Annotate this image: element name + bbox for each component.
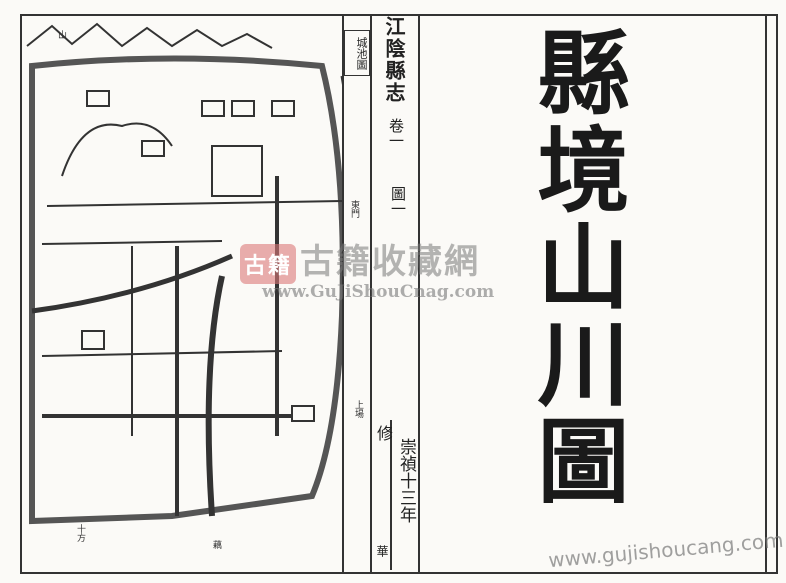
building <box>291 405 315 422</box>
divider <box>390 420 392 570</box>
map-title: 縣境山川圖 <box>522 25 630 510</box>
watermark-url: www.GuJiShouCnag.com <box>262 282 495 302</box>
divider <box>765 14 767 572</box>
map-label: 藕 <box>211 540 221 549</box>
city-wall <box>29 55 342 525</box>
map-label: 山 <box>56 30 66 39</box>
mountain-range <box>26 22 273 49</box>
map-panel-label: 城池圖 <box>344 30 370 76</box>
divider <box>342 14 344 572</box>
building <box>86 90 110 107</box>
seal-icon: 古籍 <box>240 243 297 284</box>
watermark-logo: 古籍古籍收藏網 <box>240 234 480 284</box>
road <box>41 350 283 357</box>
carver-mark: 華 <box>375 545 389 557</box>
revised-mark: 修 <box>374 425 393 441</box>
book-title: 江陰縣志 <box>382 16 406 104</box>
figure-number: 圖一 <box>389 186 407 216</box>
page-border <box>20 14 778 574</box>
volume-number: 卷一 <box>387 118 405 148</box>
main-road <box>46 200 342 207</box>
divider <box>370 14 372 572</box>
river <box>31 253 234 314</box>
hill <box>61 122 173 177</box>
building <box>81 330 105 350</box>
map-illustration <box>26 22 342 525</box>
divider <box>418 14 420 572</box>
watermark-logo-text: 古籍收藏網 <box>300 242 481 282</box>
building <box>231 100 255 117</box>
edition-era: 崇禎十三年 <box>396 438 416 523</box>
map-label: 上場 <box>353 400 363 418</box>
road <box>41 240 223 245</box>
map-label: 東門 <box>349 200 359 218</box>
building <box>211 145 263 197</box>
building <box>201 100 225 117</box>
map-label: 十方 <box>75 524 85 542</box>
river <box>205 275 225 517</box>
building <box>271 100 295 117</box>
building <box>141 140 165 157</box>
